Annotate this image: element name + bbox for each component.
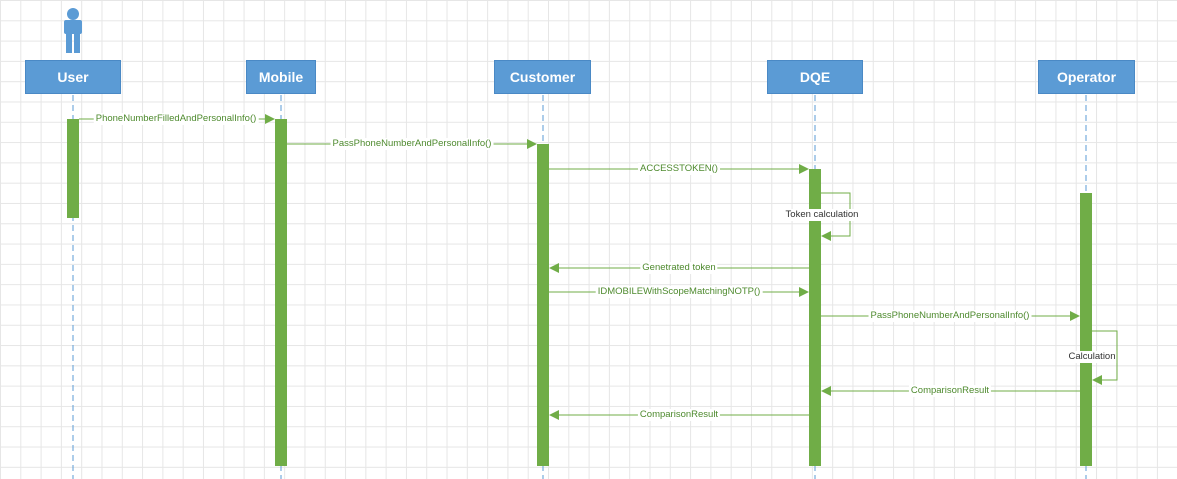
person-icon xyxy=(64,8,82,53)
message-label-6: IDMOBILEWithScopeMatchingNOTP() xyxy=(595,286,763,298)
message-label-9: ComparisonResult xyxy=(908,385,992,397)
message-label-5: Genetrated token xyxy=(640,262,718,274)
message-label-2: PassPhoneNumberAndPersonalInfo() xyxy=(330,138,494,150)
participant-dqe: DQE xyxy=(767,60,863,94)
message-label-7: PassPhoneNumberAndPersonalInfo() xyxy=(868,310,1032,322)
participant-mobile: Mobile xyxy=(246,60,316,94)
message-label-1: PhoneNumberFilledAndPersonalInfo() xyxy=(93,113,259,125)
activation-mobile xyxy=(275,119,287,466)
activation-user xyxy=(67,119,79,218)
activation-operator xyxy=(1080,193,1092,466)
participant-operator: Operator xyxy=(1038,60,1135,94)
self-message-label-calculation: Calculation xyxy=(1067,351,1117,363)
message-label-3: ACCESSTOKEN() xyxy=(638,163,720,175)
participant-customer: Customer xyxy=(494,60,591,94)
activation-customer xyxy=(537,144,549,466)
self-message-label-token-calculation: Token calculation xyxy=(784,209,860,221)
participant-user: User xyxy=(25,60,121,94)
message-label-10: ComparisonResult xyxy=(637,409,721,421)
activation-dqe xyxy=(809,169,821,466)
self-message-calculation xyxy=(1092,330,1118,385)
